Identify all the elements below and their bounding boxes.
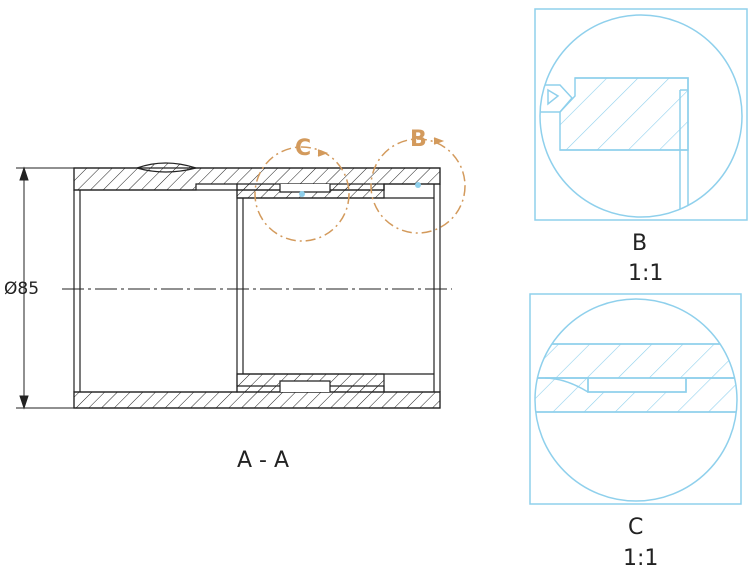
- top-liner-groove: [279, 184, 331, 193]
- detail-b-view: [534, 8, 748, 221]
- detail-c-view: [529, 293, 742, 505]
- callout-c-letter: C: [295, 136, 311, 161]
- detail-c-scale: 1:1: [623, 546, 658, 571]
- section-label: A - A: [237, 448, 289, 473]
- callout-b[interactable]: [370, 137, 466, 234]
- detail-c-label: C: [628, 515, 643, 540]
- callout-b-letter: B: [410, 127, 427, 152]
- top-groove: [136, 167, 197, 173]
- detail-b-label: B: [632, 231, 647, 256]
- detail-b-scale: 1:1: [628, 261, 663, 286]
- main-section-view: [62, 162, 452, 409]
- bottom-liner-groove: [279, 380, 331, 392]
- diameter-label: Ø85: [4, 279, 39, 299]
- callout-c[interactable]: [254, 146, 350, 242]
- diameter-dimension: [16, 166, 74, 410]
